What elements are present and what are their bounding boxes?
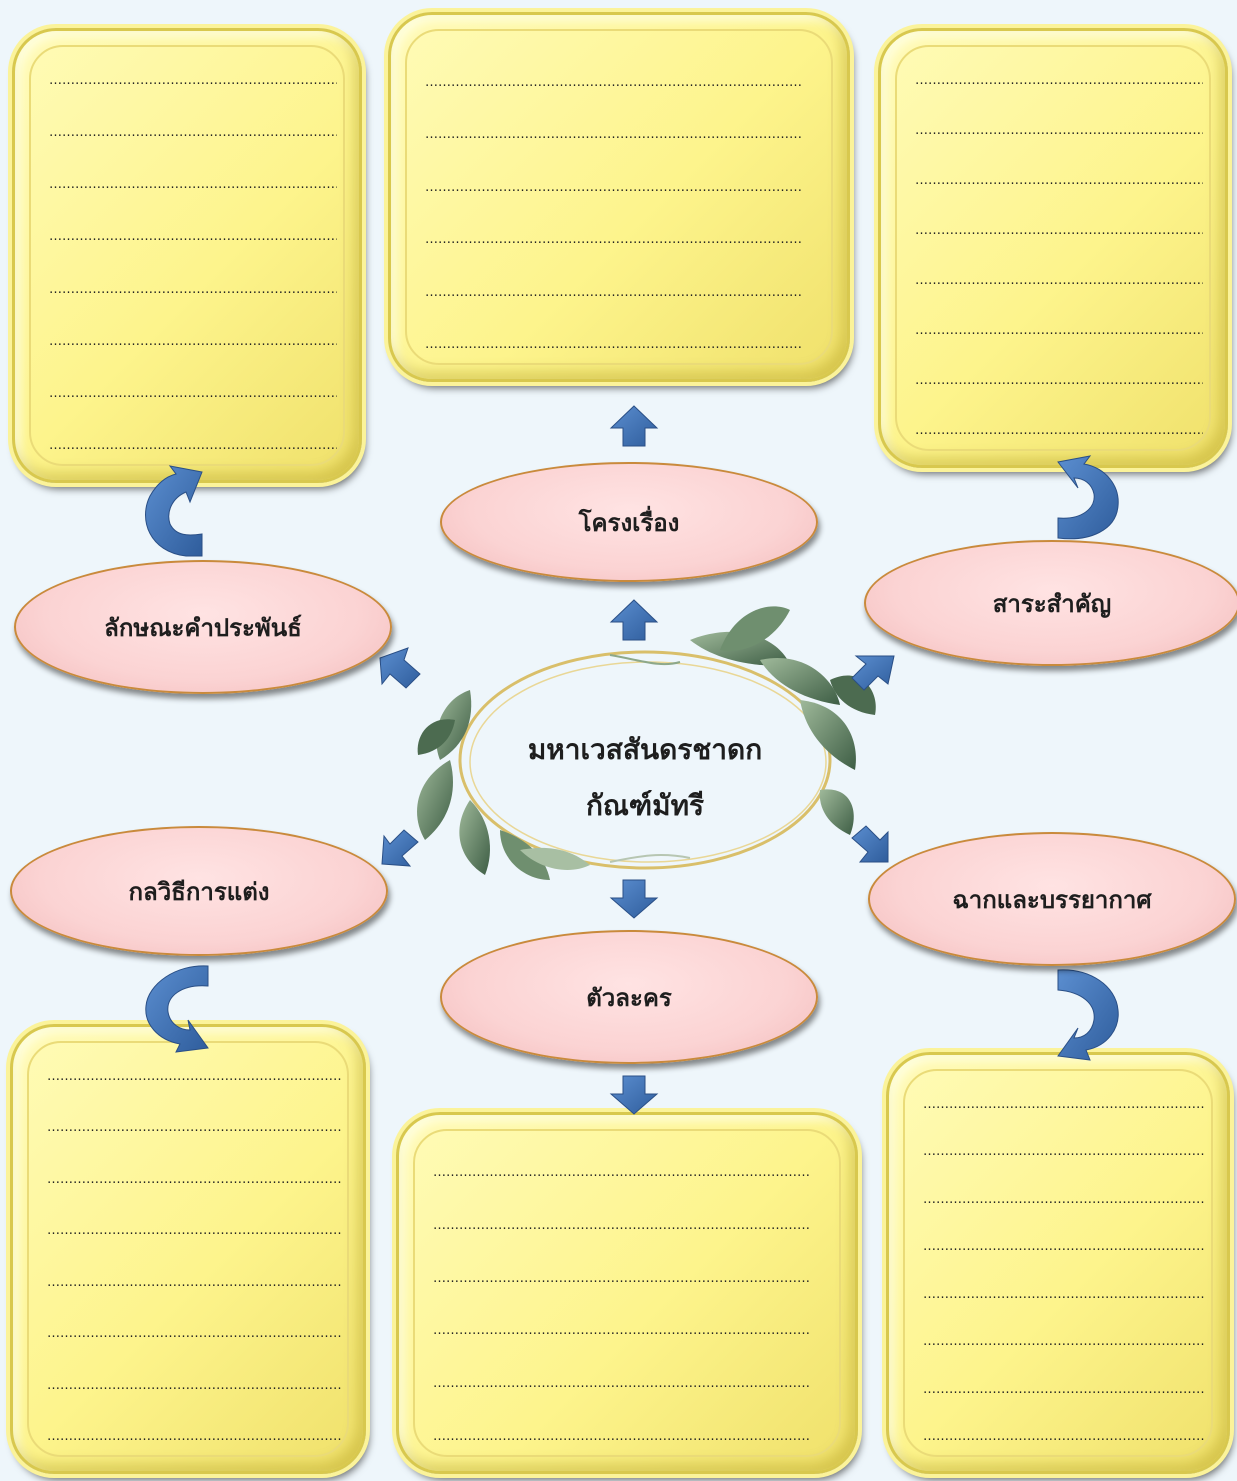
arrow-down-icon [609, 1075, 659, 1115]
arrow-down-right-icon [851, 825, 889, 863]
dotted-line: …………………………………………………………………………… [47, 1120, 341, 1136]
center-title: มหาเวสสันดรชาดก กัณฑ์มัทรี [480, 722, 810, 834]
dotted-line: …………………………………………………………………………… [923, 1381, 1205, 1397]
answer-box-setting[interactable]: …………………………………………………………………………… ……………………………… [886, 1052, 1230, 1474]
dotted-line: …………………………………………………………………………… [49, 177, 337, 193]
dotted-line: …………………………………………………………………………… [49, 229, 337, 245]
answer-box-verse[interactable]: …………………………………………………………………………… ……………………………… [12, 28, 362, 483]
topic-characters-label: ตัวละคร [586, 983, 672, 1012]
dotted-line: …………………………………………………………………………… [433, 1428, 810, 1444]
dotted-line: …………………………………………………………………………… [923, 1191, 1205, 1207]
answer-lines: …………………………………………………………………………… ……………………………… [915, 73, 1203, 439]
topic-technique: กลวิธีการแต่ง [10, 826, 388, 956]
dotted-line: …………………………………………………………………………… [433, 1376, 810, 1392]
answer-lines: …………………………………………………………………………… ……………………………… [47, 1069, 341, 1445]
topic-theme-label: สาระสำคัญ [992, 589, 1112, 618]
dotted-line: …………………………………………………………………………… [923, 1097, 1205, 1112]
dotted-line: …………………………………………………………………………… [49, 281, 337, 297]
dotted-line: …………………………………………………………………………… [47, 1171, 341, 1187]
arrow-up-icon [609, 405, 659, 447]
dotted-line: …………………………………………………………………………… [47, 1377, 341, 1393]
topic-technique-label: กลวิธีการแต่ง [128, 877, 270, 906]
curved-arrow-down-icon [145, 965, 209, 1053]
dotted-line: …………………………………………………………………………… [915, 73, 1203, 88]
dotted-line: …………………………………………………………………………… [47, 1274, 341, 1290]
curved-arrow-up-icon [1057, 455, 1119, 540]
dotted-line: …………………………………………………………………………… [923, 1144, 1205, 1160]
dotted-line: …………………………………………………………………………… [49, 333, 337, 349]
arrow-up-right-icon [851, 655, 895, 691]
wreath-icon [417, 606, 876, 880]
answer-lines: …………………………………………………………………………… ……………………………… [425, 75, 825, 353]
dotted-line: …………………………………………………………………………… [47, 1326, 341, 1342]
arrow-up-left-icon [379, 647, 421, 689]
dotted-line: …………………………………………………………………………… [47, 1428, 341, 1444]
curved-arrow-up-icon [145, 465, 203, 557]
dotted-line: …………………………………………………………………………… [433, 1270, 810, 1286]
dotted-line: …………………………………………………………………………… [915, 223, 1203, 238]
answer-lines: …………………………………………………………………………… ……………………………… [49, 73, 337, 454]
answer-lines: …………………………………………………………………………… ……………………………… [433, 1165, 833, 1445]
arrow-up-icon [609, 599, 659, 641]
center-title-line2: กัณฑ์มัทรี [585, 789, 705, 822]
answer-box-plot[interactable]: …………………………………………………………………………… ……………………………… [388, 12, 850, 382]
dotted-line: …………………………………………………………………………… [915, 423, 1203, 438]
answer-box-technique[interactable]: …………………………………………………………………………… ……………………………… [10, 1024, 366, 1474]
dotted-line: …………………………………………………………………………… [425, 75, 802, 90]
dotted-line: …………………………………………………………………………… [915, 123, 1203, 138]
dotted-line: …………………………………………………………………………… [49, 437, 337, 453]
dotted-line: …………………………………………………………………………… [47, 1223, 341, 1239]
dotted-line: …………………………………………………………………………… [915, 273, 1203, 288]
dotted-line: …………………………………………………………………………… [47, 1069, 341, 1084]
dotted-line: …………………………………………………………………………… [915, 323, 1203, 338]
arrow-down-icon [609, 879, 659, 919]
topic-plot: โครงเรื่อง [440, 462, 818, 582]
curved-arrow-down-icon [1057, 969, 1119, 1061]
dotted-line: …………………………………………………………………………… [433, 1217, 810, 1233]
dotted-line: …………………………………………………………………………… [425, 127, 802, 143]
dotted-line: …………………………………………………………………………… [915, 173, 1203, 188]
answer-lines: …………………………………………………………………………… ……………………………… [923, 1097, 1205, 1445]
topic-plot-label: โครงเรื่อง [578, 508, 680, 537]
dotted-line: …………………………………………………………………………… [49, 385, 337, 401]
dotted-line: …………………………………………………………………………… [923, 1428, 1205, 1444]
dotted-line: …………………………………………………………………………… [425, 284, 802, 300]
arrow-down-left-icon [381, 829, 419, 867]
topic-verse: ลักษณะคำประพันธ์ [14, 560, 392, 694]
dotted-line: …………………………………………………………………………… [49, 73, 337, 88]
dotted-line: …………………………………………………………………………… [49, 125, 337, 141]
topic-setting-label: ฉากและบรรยากาศ [952, 885, 1152, 914]
dotted-line: …………………………………………………………………………… [923, 1239, 1205, 1255]
dotted-line: …………………………………………………………………………… [425, 336, 802, 352]
answer-box-theme[interactable]: …………………………………………………………………………… ……………………………… [878, 28, 1228, 468]
dotted-line: …………………………………………………………………………… [433, 1323, 810, 1339]
dotted-line: …………………………………………………………………………… [425, 232, 802, 248]
dotted-line: …………………………………………………………………………… [433, 1165, 810, 1180]
topic-setting: ฉากและบรรยากาศ [868, 832, 1236, 966]
center-title-line1: มหาเวสสันดรชาดก [527, 733, 763, 766]
answer-box-characters[interactable]: …………………………………………………………………………… ……………………………… [396, 1112, 858, 1474]
dotted-line: …………………………………………………………………………… [923, 1286, 1205, 1302]
topic-theme: สาระสำคัญ [864, 540, 1237, 666]
dotted-line: …………………………………………………………………………… [425, 179, 802, 195]
topic-characters: ตัวละคร [440, 930, 818, 1064]
dotted-line: …………………………………………………………………………… [915, 373, 1203, 388]
dotted-line: …………………………………………………………………………… [923, 1334, 1205, 1350]
topic-verse-label: ลักษณะคำประพันธ์ [104, 613, 302, 642]
